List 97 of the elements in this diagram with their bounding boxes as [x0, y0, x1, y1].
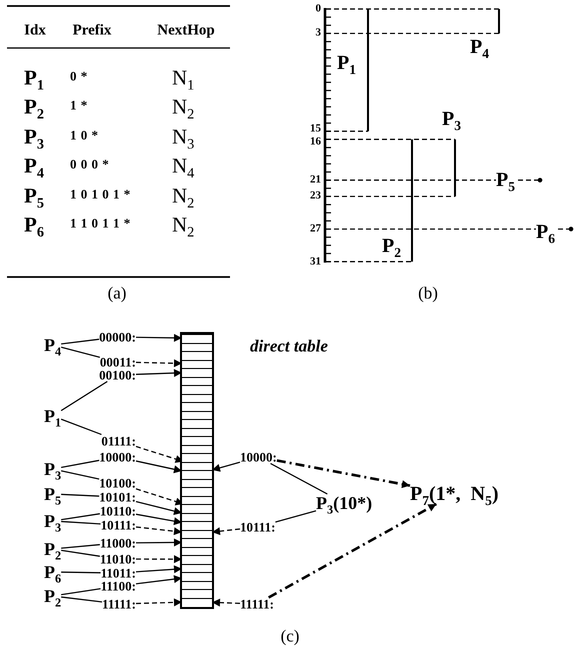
- connector-line: [61, 572, 101, 574]
- arrow: [136, 359, 182, 368]
- axis-value: 21: [310, 174, 321, 186]
- address-label: 10101:: [99, 490, 136, 504]
- address-label: 11000:: [100, 536, 136, 550]
- prefix-id: P$_{3}$: [24, 126, 44, 148]
- panel-caption: (c): [280, 628, 300, 644]
- prefix-value: 1 0 *: [70, 128, 98, 142]
- panel-caption: (a): [108, 284, 126, 302]
- axis-value: 3: [316, 28, 321, 39]
- prefix-id: P$_{1}$: [44, 407, 62, 425]
- next-hop: N$_{4}$: [172, 156, 194, 177]
- arrow: [136, 334, 182, 342]
- connector-line: [60, 381, 108, 412]
- prefix-value: 1 0 1 0 1 *: [70, 187, 131, 200]
- connector-line: [61, 494, 100, 497]
- axis-value: 0: [316, 4, 321, 14]
- address-label: 01111:: [101, 434, 136, 448]
- next-hop: N$_{2}$: [172, 96, 194, 118]
- axis-value: 15: [310, 124, 321, 135]
- next-hop: N$_{2}$: [172, 185, 194, 206]
- connector-line: [275, 510, 316, 523]
- axis-value: 27: [310, 224, 321, 235]
- address-label: 11111:: [102, 598, 136, 610]
- arrow: [136, 575, 182, 584]
- connector-line: [61, 470, 100, 480]
- connector-line: [61, 513, 100, 520]
- range-label: P$_{2}$: [382, 236, 402, 256]
- address-label: 00000:: [99, 330, 136, 344]
- prefix-id: P$_{2}$: [44, 540, 62, 558]
- next-hop: N$_{2}$: [172, 214, 194, 236]
- arrow: [136, 501, 182, 515]
- panel-caption: (b): [418, 284, 438, 302]
- address-label: 00011:: [100, 356, 136, 368]
- address-label: 10111:: [100, 518, 136, 532]
- arrow: [136, 538, 182, 546]
- prefix-id: P$_{6}$: [44, 563, 62, 581]
- connector-line: [60, 418, 102, 436]
- axis-value: 16: [310, 136, 321, 148]
- prefix-id: P$_{5}$: [24, 185, 44, 206]
- arrow: [136, 565, 182, 574]
- prefix-id: P$_{6}$: [24, 214, 44, 236]
- address-label: 10111:: [240, 520, 276, 534]
- connector-line: [61, 544, 100, 549]
- axis-value: 23: [310, 190, 321, 202]
- column-header: NextHop: [157, 24, 215, 38]
- prefix-value: 0 *: [70, 70, 88, 82]
- address-label: 11011:: [100, 566, 136, 580]
- prefix-value: 0 0 0 *: [70, 158, 110, 171]
- connector-line: [61, 550, 100, 557]
- connector-line: [61, 338, 100, 345]
- arrow: [136, 598, 182, 606]
- address-label: 11111:: [240, 598, 274, 610]
- prefix-id: P$_{2}$: [44, 587, 62, 605]
- prefix-id: P$_{5}$: [44, 485, 62, 503]
- arrow: [276, 459, 410, 488]
- arrow: [136, 460, 182, 474]
- prefix-id: P$_{3}$: [44, 460, 62, 478]
- next-hop: N$_{1}$: [172, 68, 194, 88]
- address-label: 11010:: [100, 552, 136, 566]
- column-header: Idx: [24, 24, 46, 38]
- connector-line: [61, 460, 100, 468]
- arrow: [136, 514, 182, 526]
- prefix-id: P$_{2}$: [24, 96, 44, 118]
- address-label: 10000:: [99, 450, 136, 464]
- address-label: 10110:: [100, 504, 136, 518]
- address-label: 10000:: [240, 450, 277, 464]
- new-prefix-label: P$_{7}$(1*, N$_{5}$): [410, 484, 499, 504]
- connector-line: [60, 346, 100, 358]
- address-label: 00100:: [99, 368, 136, 382]
- next-hop: N$_{3}$: [172, 126, 194, 148]
- connector-line: [61, 588, 101, 596]
- range-label: P$_{6}$: [536, 222, 556, 242]
- prefix-label: P$_{3}$(10*): [316, 494, 372, 512]
- table-title: direct table: [250, 338, 328, 354]
- range-label: P$_{3}$: [442, 109, 462, 129]
- range-label: P$_{5}$: [496, 170, 516, 190]
- connector-line: [270, 462, 328, 495]
- prefix-id: P$_{1}$: [24, 68, 44, 88]
- arrow: [136, 526, 182, 536]
- prefix-id: P$_{3}$: [44, 512, 62, 530]
- range-label: P$_{4}$: [470, 37, 490, 57]
- address-label: 10100:: [99, 476, 136, 490]
- direct-table: [180, 332, 214, 609]
- arrow: [268, 502, 437, 599]
- prefix-id: P$_{4}$: [24, 156, 44, 177]
- prefix-value: 1 *: [70, 98, 88, 112]
- range-label: P$_{1}$: [337, 53, 356, 73]
- connector-line: [61, 596, 102, 603]
- arrow: [136, 369, 182, 378]
- axis-value: 31: [310, 256, 321, 268]
- column-header: Prefix: [72, 24, 112, 38]
- arrow: [136, 555, 182, 564]
- connector-line: [61, 520, 101, 525]
- prefix-value: 1 1 0 1 1 *: [70, 216, 131, 230]
- address-label: 11100:: [100, 580, 136, 592]
- prefix-id: P$_{4}$: [44, 336, 62, 354]
